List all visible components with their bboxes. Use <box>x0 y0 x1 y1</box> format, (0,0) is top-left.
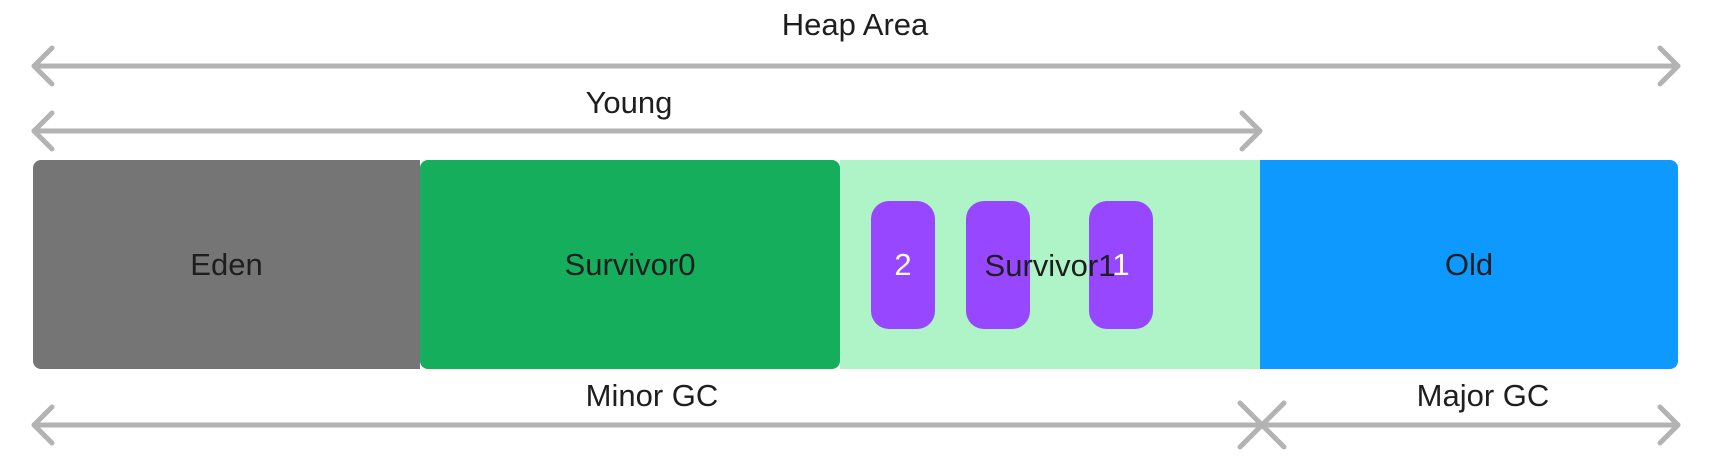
heap-area-arrow <box>31 45 1681 87</box>
old-block: Old <box>1260 160 1678 369</box>
old-label: Old <box>1444 246 1494 282</box>
object-label: 1 <box>1112 247 1130 282</box>
object-label: 2 <box>894 247 912 282</box>
survivor0-label: Survivor0 <box>564 246 696 282</box>
heap-area-label: Heap Area <box>781 7 929 42</box>
object-pill: 2 <box>871 201 935 329</box>
eden-block: Eden <box>33 160 420 369</box>
major-gc-arrow <box>1259 400 1681 450</box>
object-pill <box>966 201 1030 329</box>
eden-label: Eden <box>190 246 263 282</box>
young-arrow <box>31 110 1263 152</box>
survivor0-block: Survivor0 <box>420 160 840 369</box>
minor-gc-label: Minor GC <box>585 378 719 413</box>
young-label: Young <box>585 85 673 120</box>
major-gc-label: Major GC <box>1416 378 1550 413</box>
object-pill: 1 <box>1089 201 1153 329</box>
survivor1-label: Survivor1 <box>984 248 1116 283</box>
